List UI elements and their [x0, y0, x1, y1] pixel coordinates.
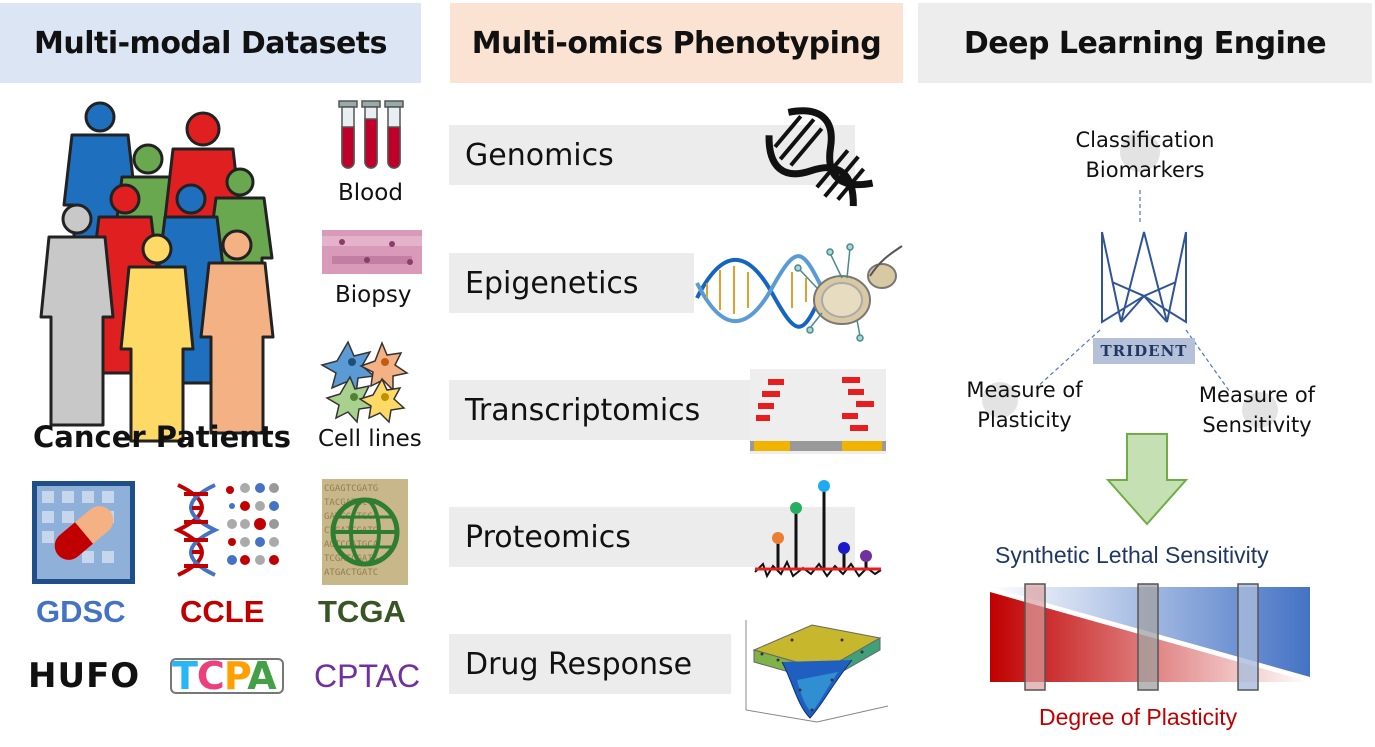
omics-epigenetics: Epigenetics [449, 253, 694, 313]
omics-genomics-label: Genomics [465, 137, 614, 173]
tcga-logo-icon: CGAGTCGATGTACGATGCTAGATCGATCGACTGATCGATG… [322, 479, 408, 585]
header-datasets-label: Multi-modal Datasets [33, 25, 388, 61]
cptac-label: CPTAC [314, 658, 421, 694]
classification-label: Classification Biomarkers [1055, 125, 1235, 185]
synthetic-lethal-label: Synthetic Lethal Sensitivity [995, 542, 1269, 568]
patients-label: Cancer Patients [33, 420, 292, 454]
header-phenotyping: Multi-omics Phenotyping [450, 3, 903, 83]
epigenetics-nucleosome-icon [695, 243, 903, 342]
person-peach-front [199, 229, 275, 435]
sensitivity-measure-label: Measure of Sensitivity [1187, 380, 1327, 440]
plasticity-sensitivity-gradient [990, 583, 1310, 691]
omics-transcriptomics: Transcriptomics [449, 380, 751, 440]
header-phenotyping-label: Multi-omics Phenotyping [471, 25, 882, 61]
plasticity-measure-label: Measure of Plasticity [952, 375, 1097, 435]
ccle-label: CCLE [180, 594, 265, 629]
gdsc-label: GDSC [36, 594, 126, 629]
down-arrow-icon [1105, 433, 1189, 526]
header-datasets: Multi-modal Datasets [0, 3, 421, 83]
hufo-label: HUFO [28, 656, 141, 696]
sensitivity-line1: Measure of [1198, 383, 1316, 407]
trident-label: TRIDENT [1100, 342, 1188, 360]
omics-proteomics-label: Proteomics [465, 519, 631, 555]
header-engine: Deep Learning Engine [918, 3, 1372, 83]
engine-connectors [982, 132, 1278, 428]
sample-marker-middle [1137, 583, 1159, 691]
transcriptomics-reads-icon [750, 369, 886, 454]
sensitivity-line2: Sensitivity [1202, 413, 1312, 437]
omics-transcriptomics-label: Transcriptomics [465, 392, 701, 428]
sample-marker-left [1024, 583, 1046, 691]
plasticity-line2: Plasticity [977, 408, 1072, 432]
dna-helix-icon [765, 107, 874, 207]
biopsy-tissue-icon [322, 230, 422, 274]
person-grey-front [39, 203, 115, 427]
svg-text:CGAGTCGATG: CGAGTCGATG [324, 484, 378, 494]
plasticity-line1: Measure of [966, 378, 1083, 402]
tcpa-logo [170, 658, 284, 694]
tcpa-label: TCPA [172, 654, 277, 698]
drug-response-surface-icon [742, 610, 892, 725]
header-engine-label: Deep Learning Engine [963, 25, 1327, 61]
omics-drug-response: Drug Response [449, 634, 731, 694]
omics-proteomics: Proteomics [449, 507, 855, 567]
cancer-patients-icon [39, 101, 275, 443]
omics-epigenetics-label: Epigenetics [465, 265, 639, 301]
cell-lines-icon [320, 340, 409, 424]
tcpa-letter-t: T [172, 654, 198, 698]
gdsc-logo-icon [32, 481, 135, 584]
tcpa-letter-c: C [196, 654, 225, 698]
ccle-logo-icon [173, 483, 279, 577]
trident-badge [1093, 338, 1195, 364]
tcga-label: TCGA [318, 594, 406, 629]
blood-tubes-icon [338, 100, 404, 169]
degree-plasticity-label: Degree of Plasticity [1039, 704, 1238, 730]
proteomics-spectrum-icon [754, 480, 882, 579]
classification-line2: Biomarkers [1085, 158, 1205, 182]
blood-label: Blood [338, 180, 403, 206]
omics-drug-response-label: Drug Response [465, 646, 693, 682]
cell-lines-label: Cell lines [318, 426, 422, 452]
tcpa-letter-p: P [223, 654, 248, 698]
classification-line1: Classification [1075, 128, 1215, 152]
trident-logo-icon [1101, 231, 1187, 324]
tcpa-letter-a: A [247, 654, 276, 698]
sample-marker-right [1237, 583, 1259, 691]
person-yellow-front [119, 233, 195, 443]
biopsy-label: Biopsy [335, 282, 412, 308]
svg-text:ATGACTGATC: ATGACTGATC [324, 568, 378, 578]
